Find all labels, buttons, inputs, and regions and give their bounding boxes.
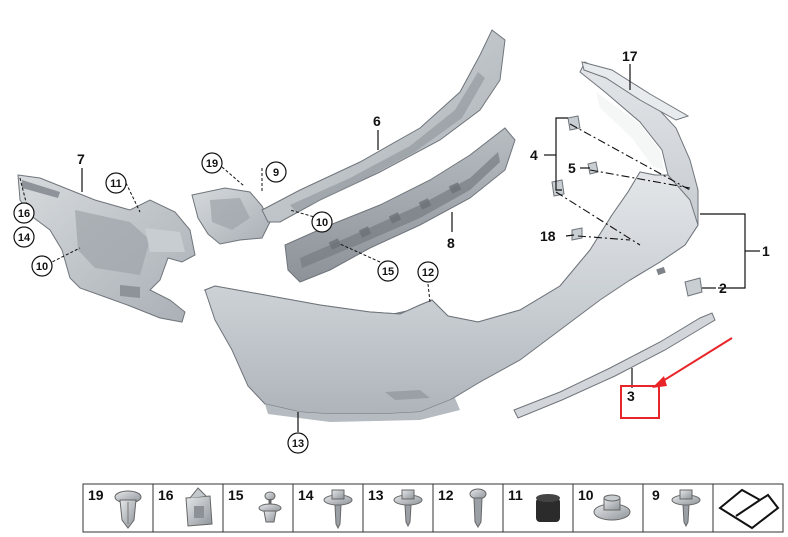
collar-screw-icon	[393, 489, 423, 528]
legend-num-10: 10	[578, 487, 594, 503]
legend-num-15: 15	[228, 487, 244, 503]
hex-screw-icon	[469, 488, 487, 528]
legend-strip: 19 16 15 14 13 12 11 10 9	[82, 483, 784, 533]
upper-trim-strip	[581, 61, 690, 121]
svg-text:9: 9	[273, 167, 279, 179]
legend-num-9: 9	[652, 487, 660, 503]
svg-text:10: 10	[36, 261, 48, 273]
callout-5: 5	[568, 160, 576, 176]
circled-callout-16: 16	[13, 202, 35, 224]
collar-screw-icon	[323, 489, 353, 530]
svg-text:16: 16	[18, 208, 30, 220]
circled-callout-9: 9	[265, 161, 287, 183]
svg-text:11: 11	[110, 178, 122, 190]
collar-nut-icon	[593, 494, 631, 521]
plain-callouts: 1 2 3 4 5 6 7 8 17 18	[77, 48, 770, 404]
callout-1: 1	[762, 243, 770, 259]
small-mount-bracket	[191, 187, 271, 245]
highlight-arrow	[657, 337, 733, 385]
callout-18: 18	[540, 228, 556, 244]
left-side-bracket	[17, 174, 196, 323]
svg-text:13: 13	[292, 438, 304, 450]
circled-callout-11: 11	[105, 172, 127, 194]
circled-callout-10-middle: 10	[311, 211, 333, 233]
clip-nut-icon	[185, 487, 213, 527]
highlight-box	[620, 385, 660, 419]
svg-text:10: 10	[316, 217, 328, 229]
callout-2: 2	[719, 280, 727, 296]
legend-num-13: 13	[368, 487, 384, 503]
callout-8: 8	[447, 235, 455, 251]
circled-callout-14: 14	[13, 226, 35, 248]
circled-callout-15: 15	[377, 260, 399, 282]
plastic-rivet-icon	[114, 490, 142, 529]
kit-symbol-icon	[718, 488, 780, 530]
legend-num-11: 11	[508, 487, 523, 503]
circled-callout-19: 19	[201, 152, 223, 174]
impact-absorber	[284, 127, 516, 283]
callout-4: 4	[530, 147, 538, 163]
callout-3: 3	[627, 388, 635, 404]
expanding-rivet-icon	[258, 491, 282, 523]
leader-lines	[19, 64, 760, 432]
callout-17: 17	[622, 48, 638, 64]
lower-trim-strip	[513, 312, 716, 419]
legend-num-12: 12	[438, 487, 454, 503]
legend-num-16: 16	[158, 487, 174, 503]
callout-6: 6	[373, 113, 381, 129]
circled-callout-10-left: 10	[31, 255, 53, 277]
rubber-buffer-icon	[536, 494, 560, 522]
svg-text:12: 12	[422, 267, 434, 279]
collar-screw-icon	[671, 489, 701, 528]
bumper-trim-panel	[203, 61, 699, 422]
legend-num-14: 14	[298, 487, 314, 503]
svg-text:19: 19	[206, 158, 218, 170]
upper-guide-strip	[261, 29, 506, 223]
circled-callout-13: 13	[287, 432, 309, 454]
small-hardware-parts	[551, 115, 703, 297]
svg-text:15: 15	[382, 266, 394, 278]
highlight-annotation	[620, 337, 733, 419]
callout-7: 7	[77, 151, 85, 167]
circled-callouts: 9 10 10 11 12 13 14 15	[13, 152, 439, 454]
svg-text:14: 14	[18, 232, 31, 244]
circled-callout-12: 12	[417, 261, 439, 283]
legend-num-19: 19	[88, 487, 104, 503]
